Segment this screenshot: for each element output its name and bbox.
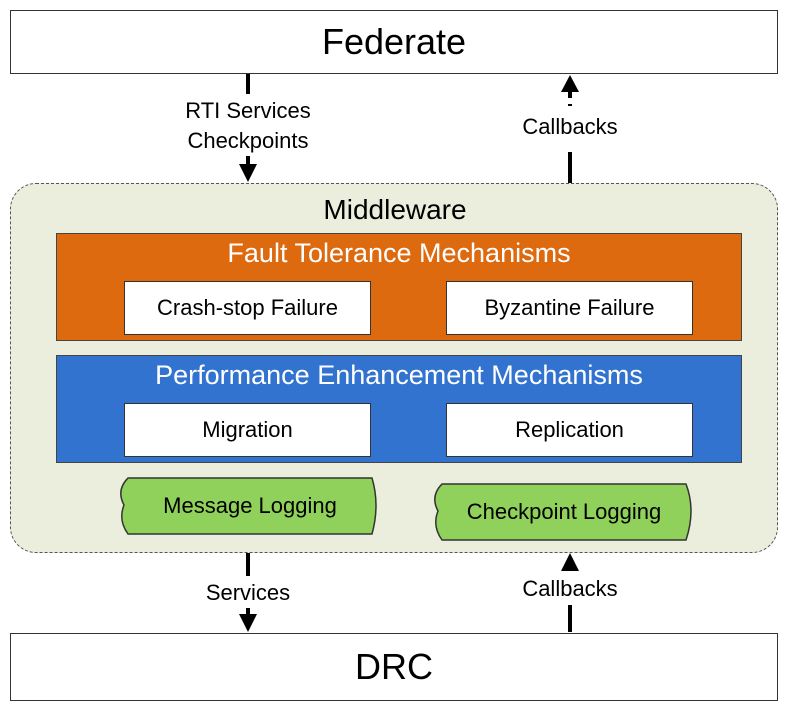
- replication-box: Replication: [446, 403, 693, 457]
- bottom-callbacks-label: Callbacks: [500, 574, 640, 604]
- replication-label: Replication: [515, 417, 624, 442]
- message-logging-shape: [120, 477, 377, 535]
- middleware-title: Middleware: [323, 194, 467, 225]
- top-callbacks-label: Callbacks: [500, 112, 640, 142]
- byzantine-failure-label: Byzantine Failure: [484, 295, 655, 320]
- performance-title: Performance Enhancement Mechanisms: [155, 360, 643, 390]
- fault-tolerance-title: Fault Tolerance Mechanisms: [227, 238, 571, 268]
- checkpoint-logging-label: Checkpoint Logging: [466, 499, 662, 524]
- crash-stop-failure-label: Crash-stop Failure: [157, 295, 338, 320]
- bottom-up-arrowhead: [561, 553, 579, 571]
- services-label: Services: [178, 578, 318, 608]
- federate-box: Federate: [10, 10, 778, 74]
- federate-label: Federate: [321, 21, 467, 62]
- migration-label: Migration: [202, 417, 293, 442]
- message-logging-label: Message Logging: [163, 493, 337, 518]
- top-up-arrowhead: [561, 75, 579, 92]
- checkpoints-label: Checkpoints: [158, 126, 338, 156]
- migration-box: Migration: [124, 403, 371, 457]
- rti-services-label: RTI Services: [158, 96, 338, 126]
- drc-label: DRC: [355, 646, 433, 687]
- byzantine-failure-box: Byzantine Failure: [446, 281, 693, 335]
- top-down-arrowhead: [239, 164, 257, 182]
- crash-stop-failure-box: Crash-stop Failure: [124, 281, 371, 335]
- drc-box: DRC: [10, 633, 778, 701]
- bottom-down-arrowhead: [239, 614, 257, 632]
- checkpoint-logging-shape: [434, 483, 692, 541]
